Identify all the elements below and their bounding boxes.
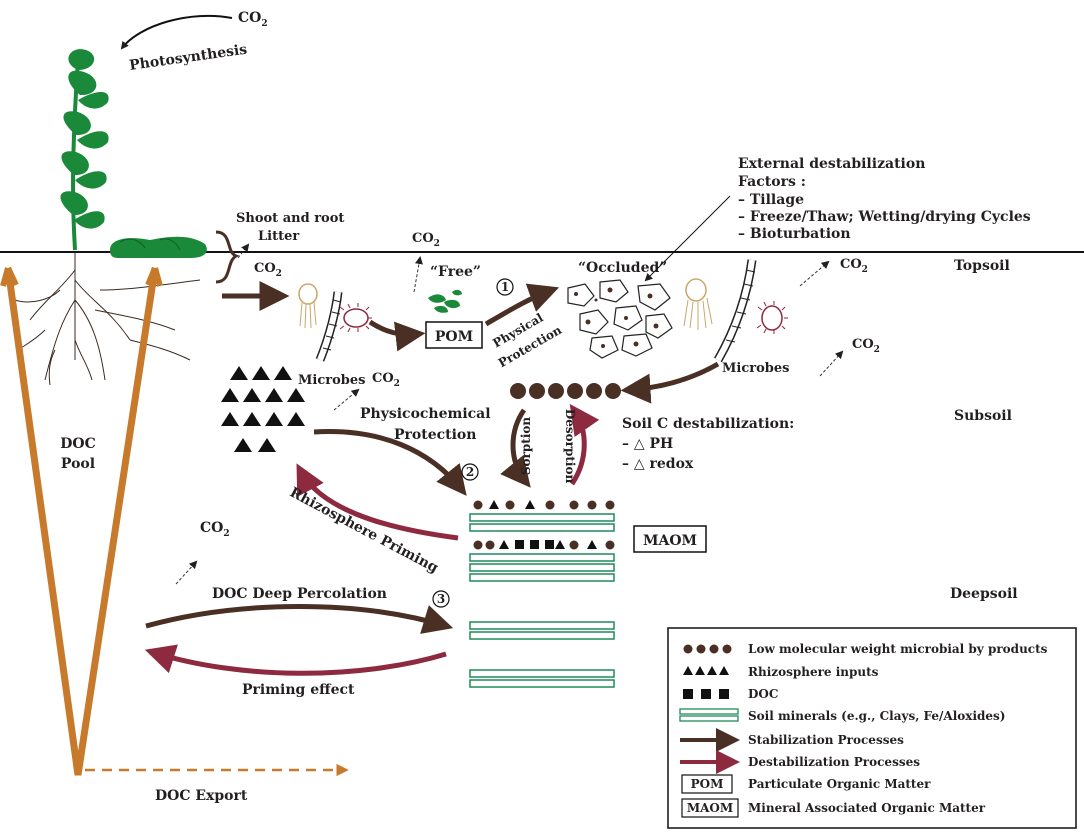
plant-icon (60, 49, 207, 258)
step-2-label: 2 (466, 465, 474, 479)
legend-label-1: Low molecular weight microbial by produc… (748, 642, 1048, 656)
legend: Low molecular weight microbial by produc… (667, 627, 1077, 829)
legend-label-3: DOC (748, 687, 778, 701)
co2-subsoil-label: CO (372, 371, 394, 386)
litter-brace (215, 230, 240, 284)
physicochemical-protection-arrow (313, 429, 467, 496)
rhizosphere-triangles (221, 366, 305, 452)
dots-icon (683, 644, 732, 654)
step-3-marker (432, 590, 450, 608)
pom-box (425, 321, 483, 349)
maom-box-icon (681, 798, 739, 818)
squares-icon (683, 689, 729, 699)
triangles-icon (683, 666, 729, 675)
svg-text:CO2: CO2 (852, 337, 880, 355)
external-factors-pointer (644, 195, 731, 282)
legend-box (667, 627, 1077, 829)
priming-effect-arrow (144, 644, 447, 676)
legend-label-8: Mineral Associated Organic Matter (748, 801, 986, 815)
sorption-arrow (500, 408, 531, 488)
sorption-label: Sorption (519, 417, 533, 475)
co2-label: CO (238, 10, 261, 26)
physical-protection-arrow (484, 283, 560, 327)
microbes-label-right: Microbes (722, 361, 789, 376)
maom-mineral-stack (469, 500, 615, 688)
legend-label-6: Destabilization Processes (748, 755, 920, 769)
physicochemical-label-1: Physicochemical (360, 406, 491, 422)
svg-text:CO2: CO2 (238, 10, 268, 29)
mineral-layers-icon (679, 708, 739, 722)
layer-topsoil-label: Topsoil (954, 258, 1010, 274)
physicochemical-label-2: Protection (394, 427, 476, 443)
microbes-icon-right (683, 259, 788, 363)
step-1-label: 1 (501, 280, 509, 294)
svg-text:CO2: CO2 (254, 261, 282, 279)
microbes-label-left: Microbes (298, 373, 365, 388)
occluded-particles (574, 287, 659, 348)
legend-label-7: Particulate Organic Matter (748, 777, 931, 791)
co2-free-label: CO (412, 231, 434, 246)
occluded-aggregates-icon (567, 279, 673, 359)
doc-deep-percolation-arrow (145, 604, 454, 634)
legend-label-2: Rhizosphere inputs (748, 665, 879, 679)
legend-maom-box-text: MAOM (687, 801, 733, 815)
co2-right-lower-label: CO (852, 337, 874, 352)
co2-deepsoil-label: CO (200, 520, 223, 536)
priming-effect-label: Priming effect (242, 682, 355, 698)
layer-deepsoil-label: Deepsoil (950, 586, 1018, 602)
svg-text:CO2: CO2 (200, 520, 230, 539)
desorption-label: Desorption (563, 409, 577, 484)
doc-deep-percolation-label: DOC Deep Percolation (212, 586, 387, 602)
microbes-to-pom-arrow (368, 319, 426, 352)
roots-icon (14, 252, 201, 386)
doc-export-label: DOC Export (155, 788, 248, 804)
svg-text:CO2: CO2 (412, 231, 440, 249)
maom-box (633, 525, 707, 553)
external-factors-title-2: Factors : (738, 174, 806, 190)
pom-leaves-icon (428, 289, 462, 313)
layer-subsoil-label: Subsoil (954, 408, 1012, 424)
step-2-marker (461, 463, 479, 481)
svg-text:CO2: CO2 (840, 257, 868, 275)
step-3-label: 3 (437, 592, 445, 606)
legend-label-5: Stabilization Processes (748, 733, 904, 747)
soil-c-destab-redox: – △ redox (622, 456, 694, 472)
free-label: “Free” (430, 264, 481, 280)
external-factors-title-1: External destabilization (738, 156, 925, 172)
doc-pool-label-1: DOC (60, 436, 95, 452)
litter-label-2: Litter (258, 229, 299, 244)
co2-litter-label: CO (254, 261, 276, 276)
lmw-byproducts-dots (510, 383, 621, 399)
external-factor-3: – Bioturbation (738, 226, 851, 242)
doc-pool-shape: DOC Pool DOC Export (0, 266, 349, 804)
step-1-marker (496, 278, 514, 296)
maom-box-label: MAOM (643, 533, 697, 549)
pom-box-icon (681, 774, 733, 794)
co2-subscript: 2 (261, 19, 267, 29)
microbes-to-byproducts-arrow (620, 361, 720, 404)
rhizosphere-priming-arrow (296, 463, 459, 541)
legend-label-4: Soil minerals (e.g., Clays, Fe/Aloxides) (748, 709, 1005, 723)
photosynthesis-group: CO2 Photosynthesis (120, 10, 268, 74)
photosynthesis-label: Photosynthesis (128, 42, 248, 74)
occluded-label: “Occluded” (578, 260, 667, 276)
litter-label-1: Shoot and root (236, 211, 344, 226)
pom-box-label: POM (435, 329, 473, 345)
external-factor-2: – Freeze/Thaw; Wetting/drying Cycles (738, 209, 1031, 225)
soil-c-destab-title: Soil C destabilization: (622, 416, 794, 432)
microbes-icon-left (298, 283, 372, 362)
desorption-arrow (569, 403, 600, 486)
doc-pool-label-2: Pool (61, 456, 95, 472)
legend-pom-box-text: POM (691, 777, 724, 791)
co2-right-label: CO (840, 257, 862, 272)
svg-text:CO2: CO2 (372, 371, 400, 389)
soil-c-destab-ph: – △ PH (622, 436, 673, 452)
photosynthesis-arrow (120, 14, 233, 50)
external-factor-1: – Tillage (738, 192, 804, 208)
